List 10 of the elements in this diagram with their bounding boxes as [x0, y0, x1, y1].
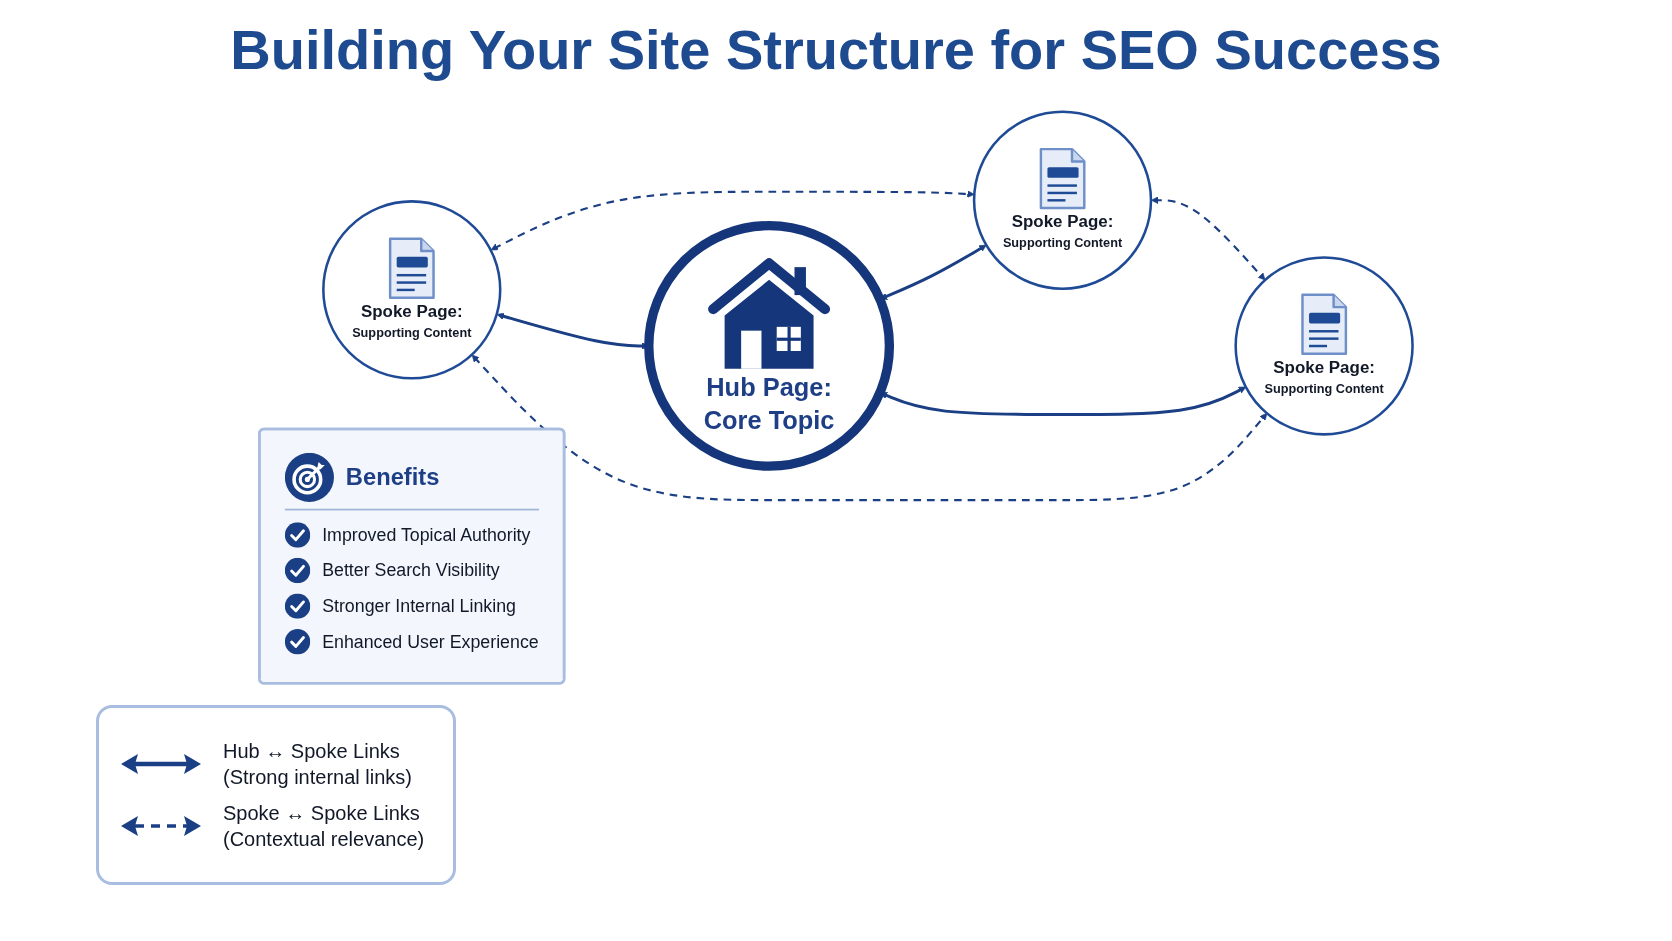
node-circle: Spoke Page: Supporting Content — [972, 110, 1153, 290]
arrow — [1150, 196, 1266, 281]
node-circle: Hub Page: Core Topic — [644, 220, 895, 471]
arrow — [471, 354, 1268, 502]
arrow — [490, 190, 975, 251]
legend-text: Spoke ↔ Spoke Links (Contextual relevance) — [223, 801, 426, 852]
title: Building Your Site Structure for SEO Success — [230, 18, 1442, 83]
node-circle: Spoke Page: Supporting Content — [322, 200, 502, 380]
node-circle: Spoke Page: Supporting Content — [1234, 256, 1414, 436]
legend-text: Hub ↔ Spoke Links (Strong internal links) — [223, 739, 413, 790]
